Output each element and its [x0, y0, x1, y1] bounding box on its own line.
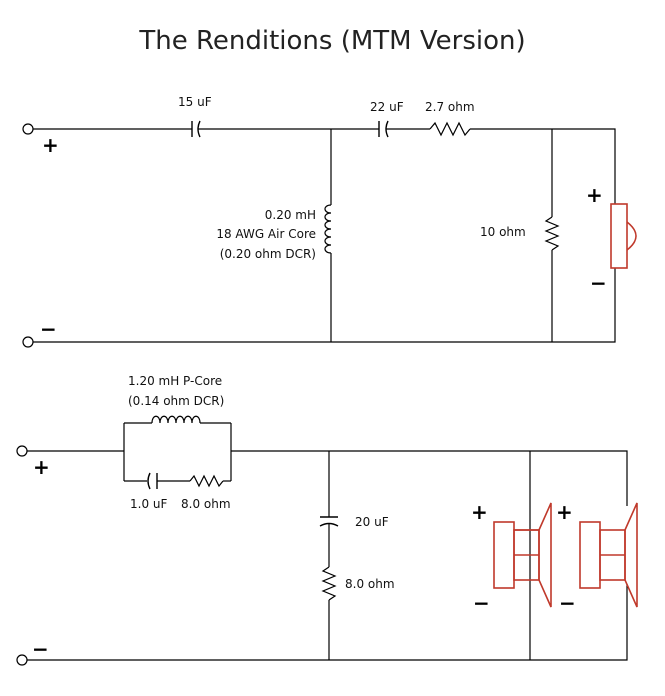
tweeter-top-wire-4: [470, 128, 616, 204]
tweeter-bottom-wire: [33, 268, 616, 343]
tweeter-input-plus-terminal: [22, 123, 34, 135]
woofer-input-plus-terminal: [16, 445, 28, 457]
tweeter-res-2-7ohm-label: 2.7 ohm: [425, 100, 475, 114]
tweeter-cap-15uf-label: 15 uF: [178, 95, 212, 109]
diagram-title: The Renditions (MTM Version): [139, 26, 526, 56]
woofer-cap-20uf-label: 20 uF: [355, 515, 389, 529]
tweeter-inductor-label-line-3: (0.20 ohm DCR): [220, 247, 316, 261]
woofer-circuit: + − 1.20 mH P-Core (0.14 ohm DCR) 1.0 uF…: [16, 374, 638, 666]
tweeter-inductor-label: 0.20 mH 18 AWG Air Core (0.20 ohm DCR): [216, 208, 316, 261]
tweeter-circuit: + − 15 uF 22 uF 2.7 ohm 0.20 mH 18 AWG A…: [22, 95, 637, 348]
tweeter-speaker-icon: [610, 203, 637, 269]
tweeter-input-minus-terminal: [22, 336, 34, 348]
tweeter-res-10ohm: [544, 216, 560, 251]
tweeter-driver-plus-label: +: [586, 183, 603, 207]
woofer-top-wire-2: [231, 450, 628, 506]
woofer-driver-2-icon: [579, 502, 638, 608]
woofer-input-minus-label: −: [32, 637, 49, 661]
tweeter-cap-22uf-label: 22 uF: [370, 100, 404, 114]
woofer-res-8ohm-shunt-label: 8.0 ohm: [345, 577, 395, 591]
tweeter-input-minus-label: −: [40, 317, 57, 341]
woofer-cap-1uf-label: 1.0 uF: [130, 497, 168, 511]
tweeter-res-10ohm-label: 10 ohm: [480, 225, 526, 239]
woofer-cap-1uf: [147, 472, 158, 490]
woofer-cap-20uf: [319, 516, 339, 527]
woofer-res-8ohm-notch-label: 8.0 ohm: [181, 497, 231, 511]
tweeter-driver-minus-label: −: [590, 271, 607, 295]
tweeter-inductor-020mh: [324, 204, 332, 254]
woofer-driver1-plus-label: +: [471, 500, 488, 524]
woofer-inductor-120mh: [151, 415, 201, 424]
woofer-bottom-wire: [27, 584, 628, 661]
woofer-driver2-minus-label: −: [559, 591, 576, 615]
tweeter-inductor-label-line-1: 0.20 mH: [265, 208, 316, 222]
woofer-input-plus-label: +: [33, 455, 50, 479]
tweeter-input-plus-label: +: [42, 133, 59, 157]
woofer-driver2-plus-label: +: [556, 500, 573, 524]
woofer-driver1-minus-label: −: [473, 591, 490, 615]
woofer-parallel-sides: [123, 423, 232, 481]
woofer-res-8ohm-shunt: [321, 566, 337, 601]
woofer-input-minus-terminal: [16, 654, 28, 666]
tweeter-inductor-label-line-2: 18 AWG Air Core: [216, 227, 316, 241]
woofer-inductor-label-line-1: 1.20 mH P-Core: [128, 374, 222, 388]
woofer-res-8ohm-notch: [189, 474, 224, 488]
woofer-driver-1-icon: [493, 502, 552, 608]
woofer-inductor-label-line-2: (0.14 ohm DCR): [128, 394, 224, 408]
tweeter-res-2-7ohm: [429, 121, 471, 137]
